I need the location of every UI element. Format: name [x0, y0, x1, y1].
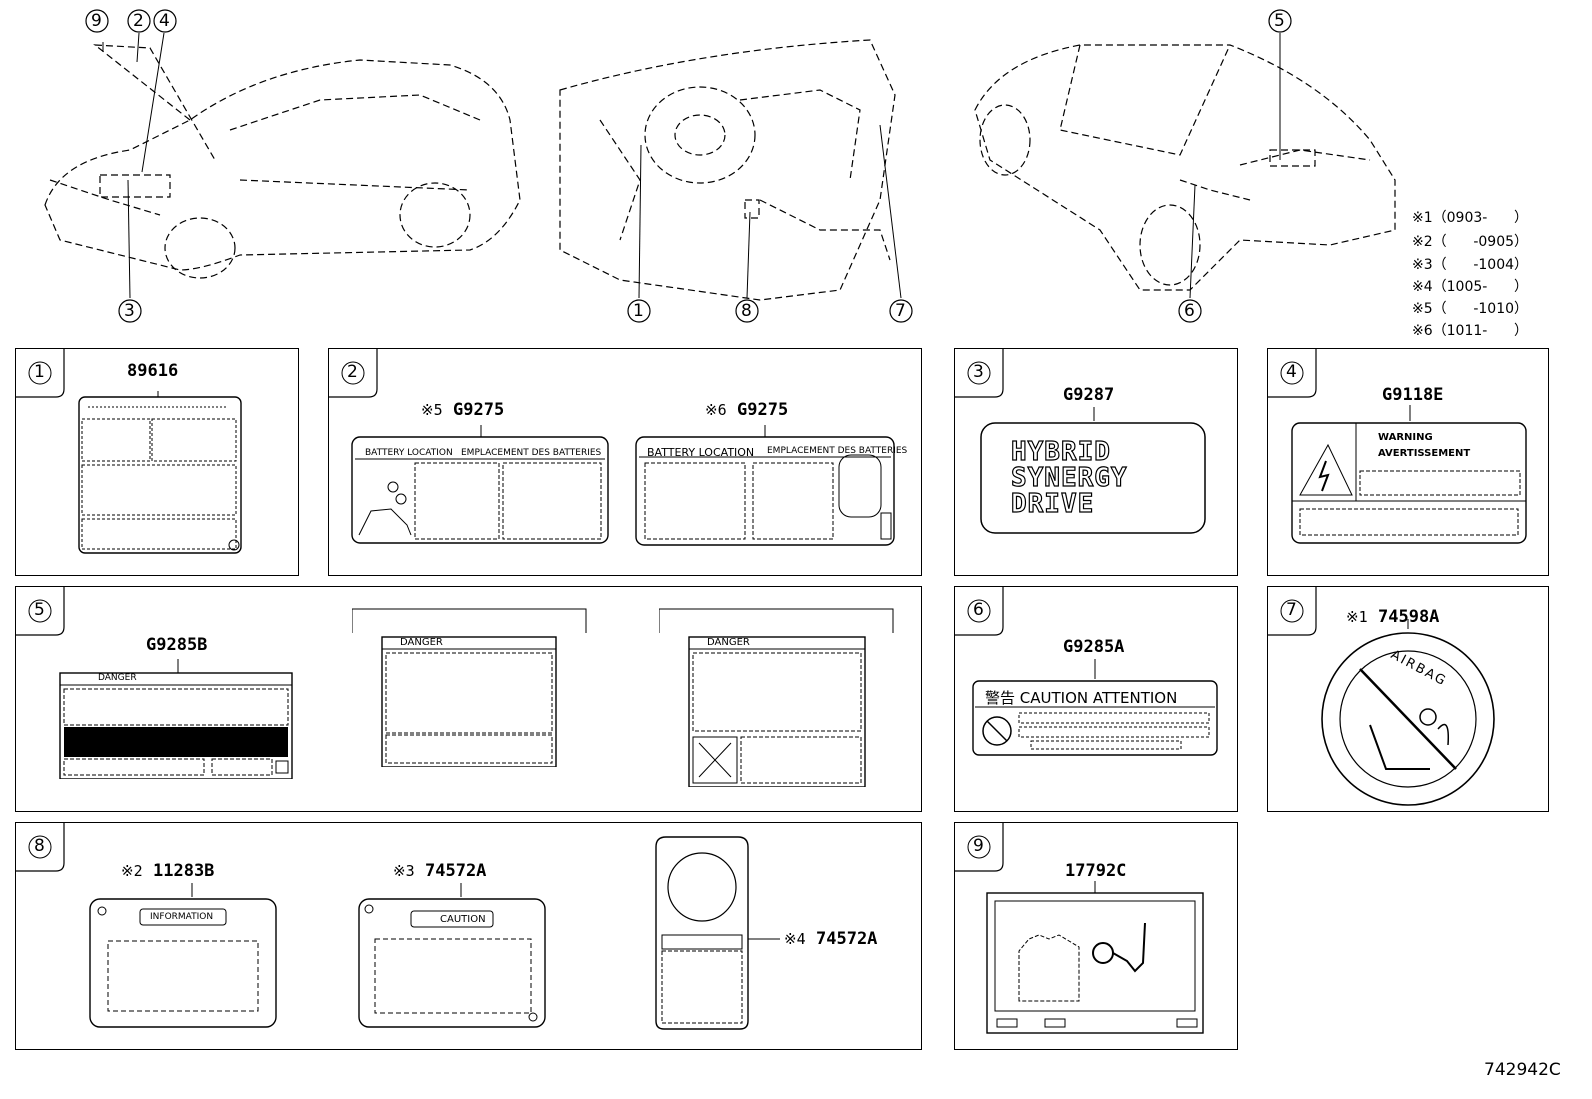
part-number: G9287 — [1063, 385, 1115, 405]
callout-2: 2 — [133, 11, 144, 31]
panel-number: 4 — [1286, 362, 1297, 382]
part-number: G9275 — [737, 400, 789, 420]
panel-corner — [16, 349, 65, 398]
danger-heading: DANGER — [98, 673, 137, 683]
panel-number: 6 — [973, 600, 984, 620]
callout-7: 7 — [895, 301, 906, 321]
diagram-id: 742942C — [1484, 1060, 1561, 1080]
panel-8: 8 ※2 11283B INFORMATION ※3 74572A CAUTIO… — [15, 822, 922, 1050]
label-89616-drawing — [78, 391, 242, 554]
panel-corner — [955, 349, 1004, 398]
battery-location-heading-fr: EMPLACEMENT DES BATTERIES — [461, 448, 602, 458]
hybrid-label-outline — [980, 407, 1206, 534]
date-mark: ※6 — [705, 401, 727, 419]
panel-2: 2 ※5 G9275 ※6 G9275 BATTERY LOCATION EMP… — [328, 348, 922, 576]
battery-location-heading-fr: EMPLACEMENT DES BATTERIES — [767, 446, 908, 456]
date-mark: ※3 — [393, 862, 415, 880]
caution-label-drawing — [972, 659, 1218, 756]
danger-heading: DANGER — [707, 637, 750, 648]
callout-1: 1 — [633, 301, 644, 321]
panel-corner — [955, 587, 1004, 636]
callout-9: 9 — [91, 11, 102, 31]
avertissement-text: AVERTISSEMENT — [1378, 448, 1471, 459]
date-note-6: ※6（1011- ） — [1412, 323, 1529, 339]
date-note-1: ※1（0903- ） — [1412, 210, 1529, 226]
date-mark: ※4 — [784, 930, 806, 948]
panel-number: 9 — [973, 836, 984, 856]
date-note-3: ※3（ -1004） — [1412, 257, 1529, 273]
part-number: 17792C — [1065, 861, 1127, 881]
panel-6: 6 G9285A 警告 CAUTION ATTENTION — [954, 586, 1238, 812]
part-number: G9285A — [1063, 637, 1125, 657]
danger-label-c-drawing — [659, 608, 894, 787]
caution-attention-heading: 警告 CAUTION ATTENTION — [985, 689, 1178, 707]
panel-5: 5 G9285B DANGER DANGER DANGER — [15, 586, 922, 812]
panel-number: 3 — [973, 362, 984, 382]
callout-4: 4 — [159, 11, 170, 31]
panel-corner — [1268, 349, 1317, 398]
panel-corner — [955, 823, 1004, 872]
danger-label-b-drawing — [352, 608, 587, 767]
danger-heading: DANGER — [400, 637, 443, 648]
battery-label-b-drawing — [635, 425, 895, 546]
danger-label-a-drawing — [59, 659, 293, 779]
airbag-label-drawing — [1321, 619, 1495, 806]
part-number: 89616 — [127, 361, 179, 381]
panel-corner — [16, 587, 65, 636]
hybrid-synergy-line-3: DRIVE — [1010, 488, 1095, 519]
hang-tag-drawing — [655, 836, 780, 1030]
panel-corner — [1268, 587, 1317, 636]
panel-3: 3 G9287 HYBRID SYNERGY DRIVE — [954, 348, 1238, 576]
date-note-4: ※4（1005- ） — [1412, 279, 1529, 295]
date-mark: ※1 — [1346, 608, 1368, 626]
callout-3: 3 — [124, 301, 135, 321]
panel-number: 8 — [34, 836, 45, 856]
part-number: 74572A — [425, 861, 487, 881]
caution-heading: CAUTION — [440, 914, 486, 925]
warning-label-drawing — [1291, 405, 1527, 544]
date-note-5: ※5（ -1010） — [1412, 301, 1529, 317]
part-number: G9118E — [1382, 385, 1444, 405]
hybrid-synergy-line-1: HYBRID — [1010, 436, 1111, 467]
panel-corner — [16, 823, 65, 872]
warning-text: WARNING — [1378, 432, 1433, 443]
engine-room-label-drawing — [986, 881, 1204, 1034]
callout-5: 5 — [1274, 11, 1285, 31]
panel-number: 2 — [347, 362, 358, 382]
hybrid-synergy-line-2: SYNERGY — [1010, 462, 1128, 493]
callout-8: 8 — [741, 301, 752, 321]
part-number: 74572A — [816, 929, 878, 949]
panel-7: 7 ※1 74598A AIRBAG — [1267, 586, 1549, 812]
date-mark: ※2 — [121, 862, 143, 880]
part-number: G9275 — [453, 400, 505, 420]
panel-9: 9 17792C — [954, 822, 1238, 1050]
panel-number: 7 — [1286, 600, 1297, 620]
date-mark: ※5 — [421, 401, 443, 419]
panel-1: 1 89616 — [15, 348, 299, 576]
battery-location-heading: BATTERY LOCATION — [365, 448, 453, 458]
date-note-2: ※2（ -0905） — [1412, 234, 1529, 250]
battery-location-heading: BATTERY LOCATION — [647, 446, 755, 459]
part-number: G9285B — [146, 635, 208, 655]
battery-label-a-drawing — [351, 425, 609, 544]
information-label-drawing — [89, 883, 277, 1028]
panel-corner — [329, 349, 378, 398]
caution-74572A-drawing — [358, 883, 546, 1028]
part-number: 74598A — [1378, 607, 1440, 627]
panel-number: 5 — [34, 600, 45, 620]
information-heading: INFORMATION — [150, 912, 214, 922]
panel-number: 1 — [34, 362, 45, 382]
callout-6: 6 — [1184, 301, 1195, 321]
car-overview-drawings — [44, 9, 1396, 323]
panel-4: 4 G9118E WARNING AVERTISSEMENT — [1267, 348, 1549, 576]
part-number: 11283B — [153, 861, 215, 881]
